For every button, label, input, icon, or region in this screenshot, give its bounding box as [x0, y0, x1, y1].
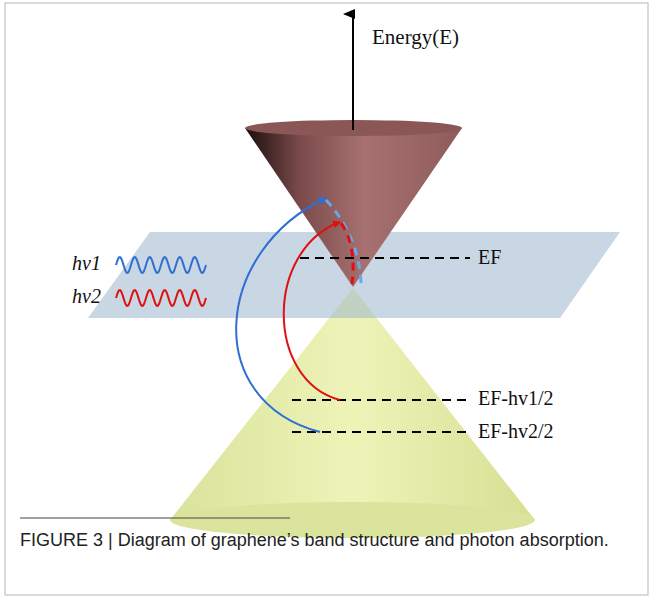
- axis-label: Energy(E): [372, 26, 459, 49]
- photon-label: hv2: [72, 285, 101, 307]
- photon-label: hv1: [72, 252, 101, 274]
- energy-level-label: EF-hv1/2: [478, 387, 554, 409]
- energy-level-label: EF-hv2/2: [478, 420, 554, 442]
- energy-level-label: EF: [478, 246, 501, 268]
- figure-caption: FIGURE 3 | Diagram of graphene’s band st…: [20, 528, 620, 552]
